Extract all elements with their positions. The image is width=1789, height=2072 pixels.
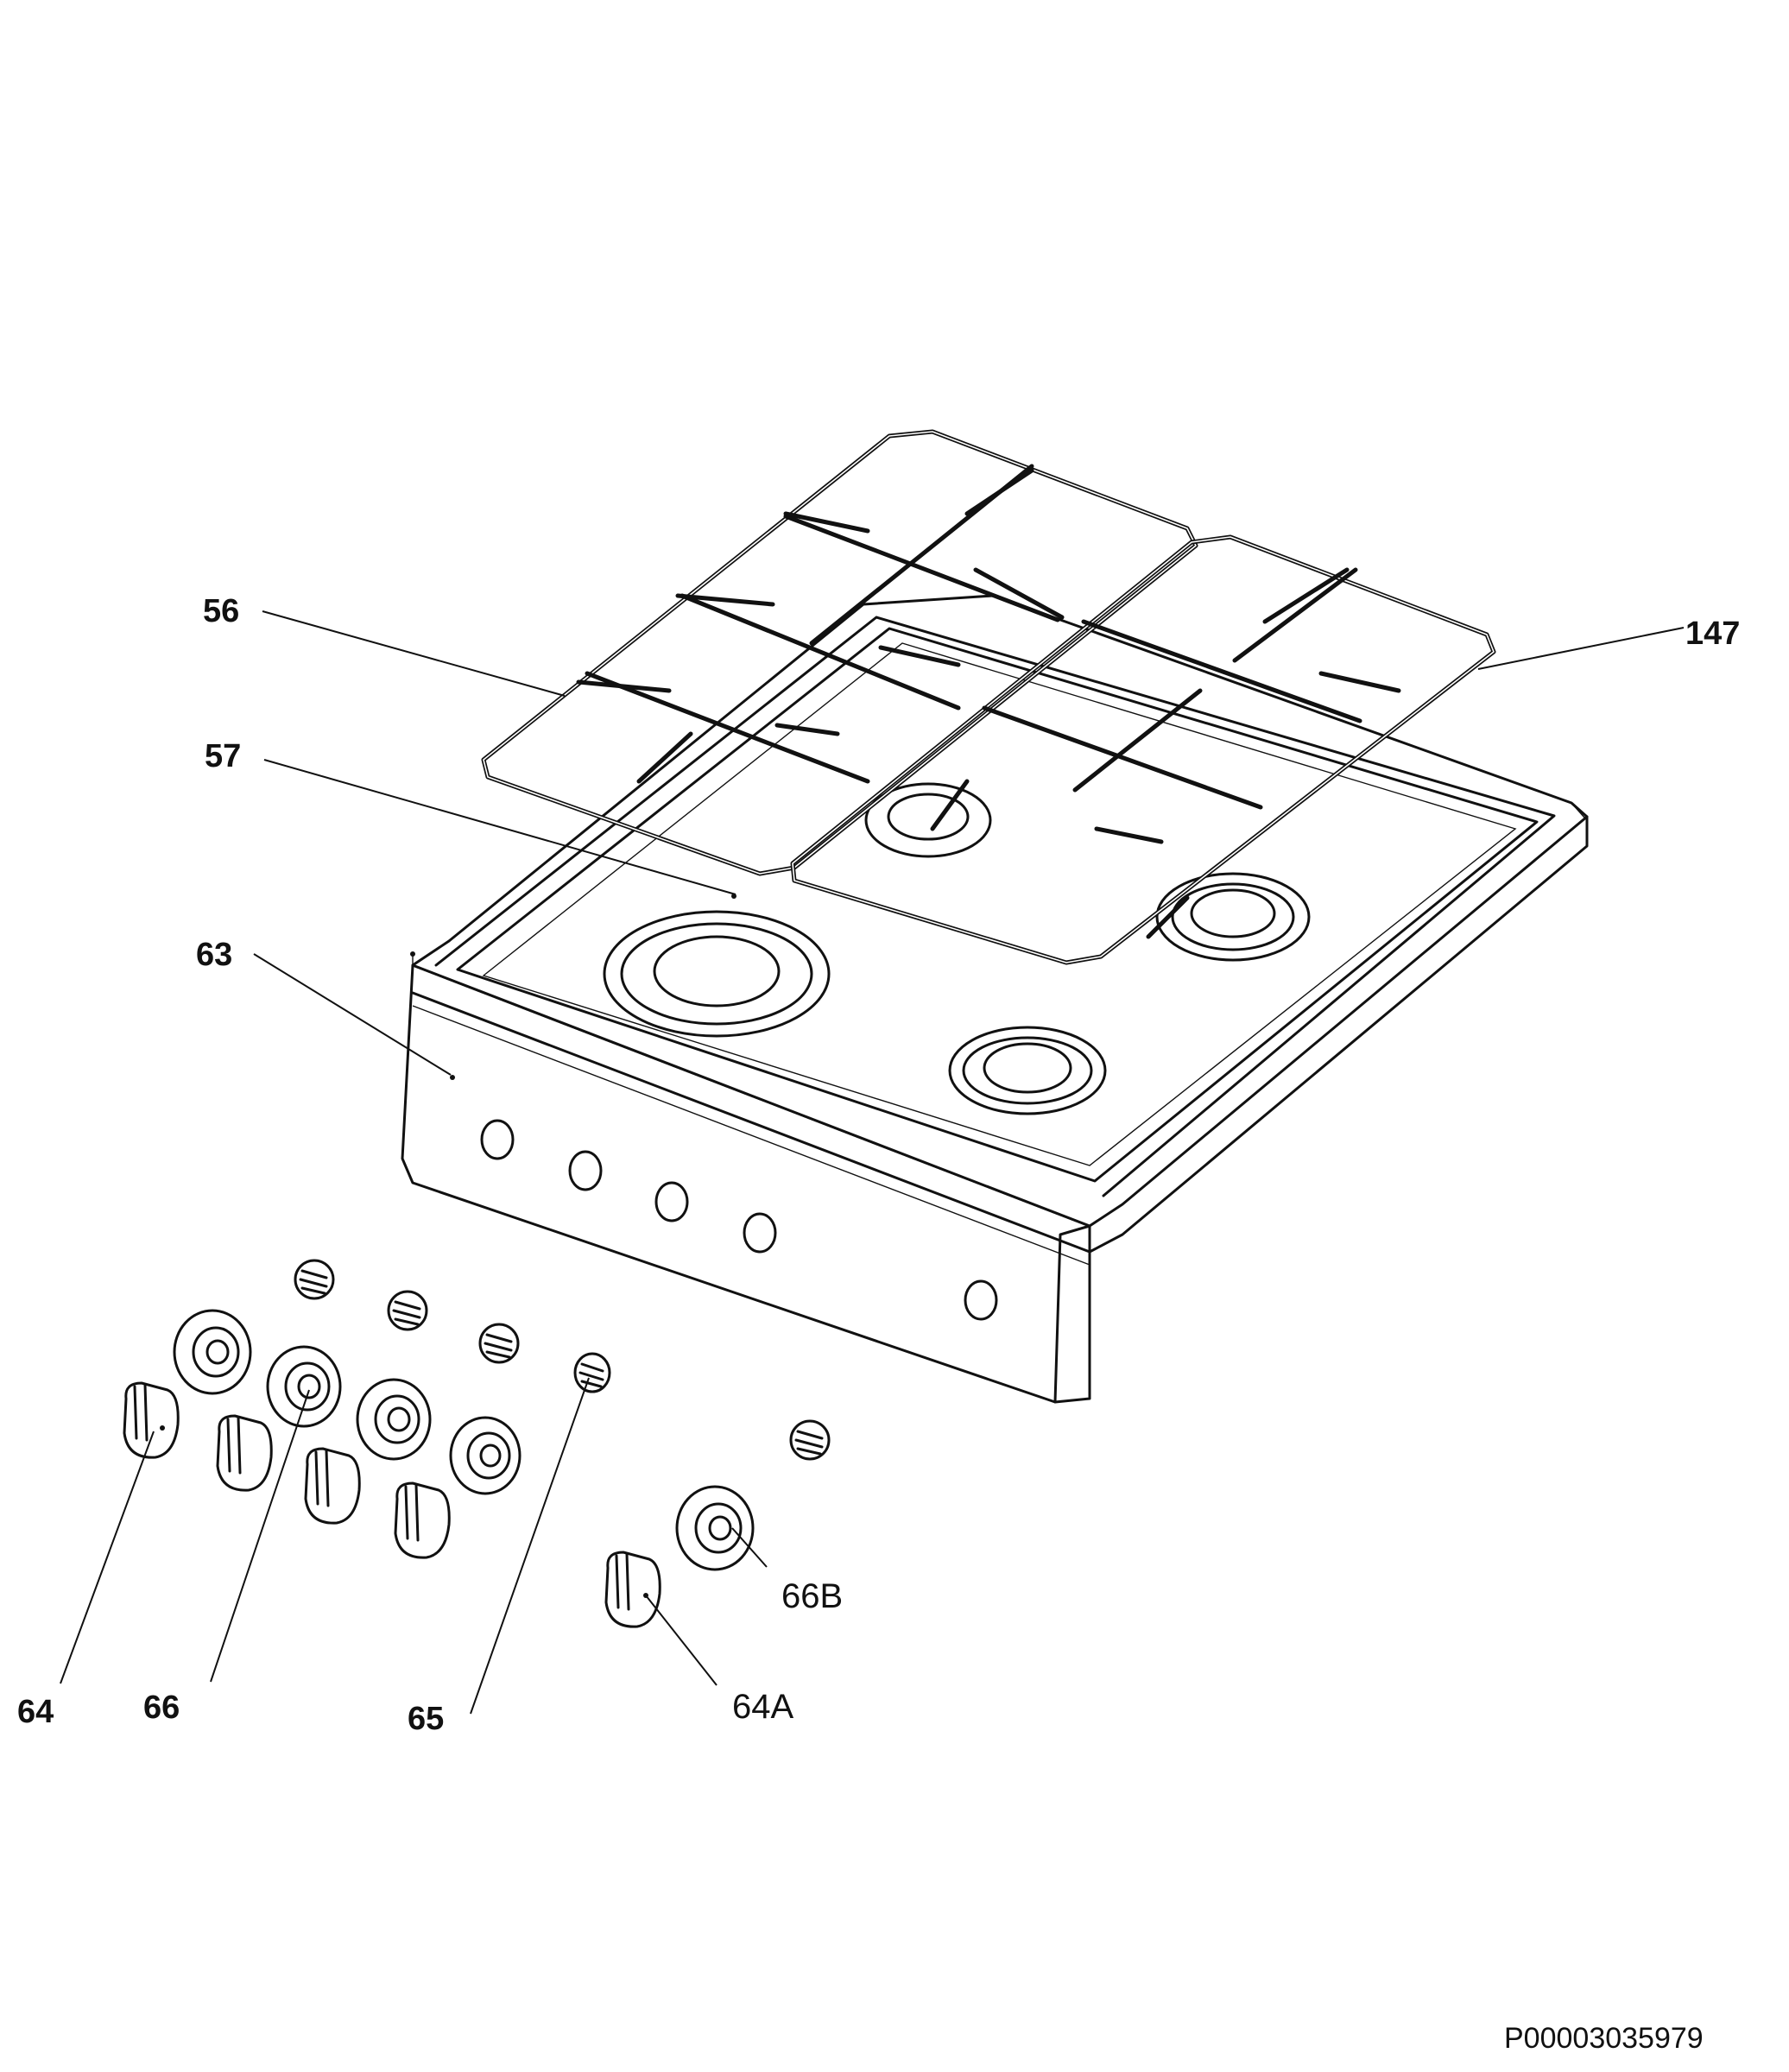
- document-number: P00003035979: [1504, 2022, 1704, 2055]
- callout-64: 64: [17, 1694, 54, 1730]
- callout-66b: 66B: [781, 1577, 843, 1615]
- burners: [603, 782, 1311, 1115]
- callout-56: 56: [203, 593, 239, 629]
- callout-66: 66: [143, 1690, 180, 1726]
- callout-147: 147: [1685, 616, 1740, 652]
- leader-lines: [60, 610, 1685, 1715]
- control-knobs: [123, 1381, 661, 1628]
- pan-support-left: [481, 429, 1198, 876]
- callout-65: 65: [408, 1701, 444, 1737]
- pan-support-right: [790, 534, 1496, 965]
- knob-springs: [294, 1259, 831, 1461]
- callout-64a: 64A: [732, 1688, 793, 1726]
- callout-57: 57: [205, 738, 241, 774]
- knob-bezels: [173, 1309, 755, 1571]
- cooktop-body: [401, 594, 1589, 1404]
- callout-63: 63: [196, 937, 232, 973]
- control-panel-holes: [480, 1119, 998, 1321]
